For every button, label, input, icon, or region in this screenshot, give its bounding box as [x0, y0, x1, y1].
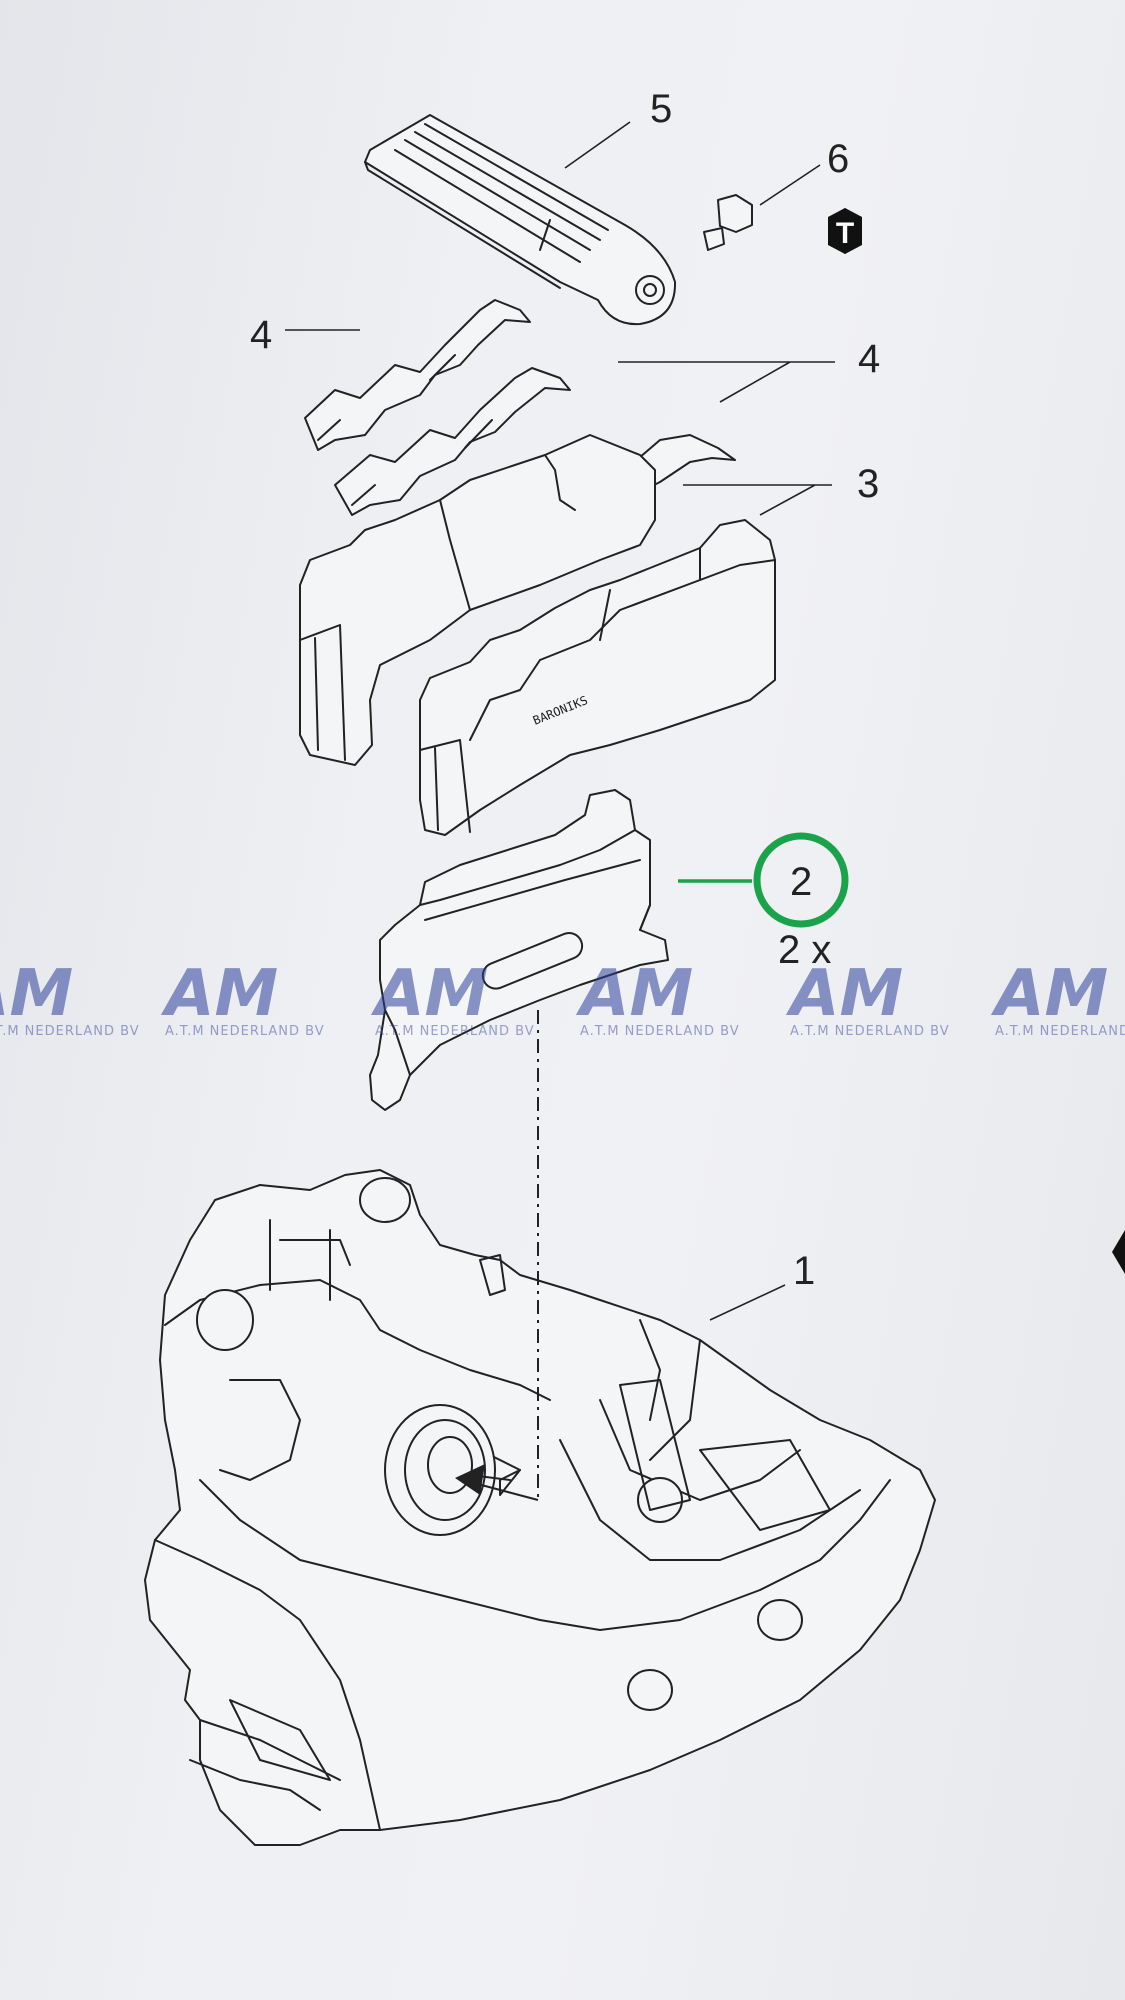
- page-edge-marker-icon: [1112, 1230, 1125, 1274]
- leader-lines: [285, 121, 835, 1321]
- torque-symbol-label: T: [836, 217, 854, 250]
- part-6-bolt: [703, 194, 753, 251]
- callout-4-right: 4: [858, 337, 880, 381]
- callout-2: 2: [790, 860, 812, 904]
- part-3-brake-pad-front: BARONIKS: [419, 519, 776, 836]
- part-1-caliper-housing: [144, 1169, 936, 1846]
- watermark-logo-2: AM: [160, 957, 278, 1031]
- callout-6: 6: [827, 137, 849, 181]
- watermark-subtitle-1: A.T.M NEDERLAND BV: [0, 1024, 140, 1039]
- watermark-logo-6: AM: [990, 957, 1108, 1031]
- highlight-circle: [753, 832, 849, 928]
- part-4-pad-spring-lower: [334, 367, 571, 516]
- watermark-logo-4: AM: [575, 957, 693, 1031]
- watermark-subtitle-2: A.T.M NEDERLAND BV: [165, 1024, 325, 1039]
- watermark-subtitle-4: A.T.M NEDERLAND BV: [580, 1024, 740, 1039]
- watermark-subtitle-3: A.T.M NEDERLAND BV: [375, 1024, 535, 1039]
- watermark-band: AM AM AM AM AM AM A.T.M NEDERLAND BV A.T…: [0, 957, 1125, 1039]
- callout-1: 1: [793, 1249, 815, 1293]
- part-5-pad-retainer: [364, 114, 677, 326]
- assembly-guide-line: [455, 1010, 539, 1501]
- watermark-logo-1: AM: [0, 957, 73, 1031]
- part-4-pad-spring-upper: [304, 299, 531, 451]
- callout-2-quantity: 2 x: [778, 928, 831, 972]
- part-3-brake-pad-rear: [299, 434, 656, 766]
- callout-3: 3: [857, 462, 879, 506]
- watermark-subtitle-6: A.T.M NEDERLAND BV: [995, 1024, 1125, 1039]
- watermark-logo-5: AM: [785, 957, 903, 1031]
- torque-symbol-icon: T: [828, 208, 862, 254]
- callout-5: 5: [650, 87, 672, 131]
- callout-4-left: 4: [250, 313, 272, 357]
- watermark-subtitle-5: A.T.M NEDERLAND BV: [790, 1024, 950, 1039]
- part-2-pad-backing-plate: [369, 789, 669, 1111]
- watermark-logo-3: AM: [370, 957, 488, 1031]
